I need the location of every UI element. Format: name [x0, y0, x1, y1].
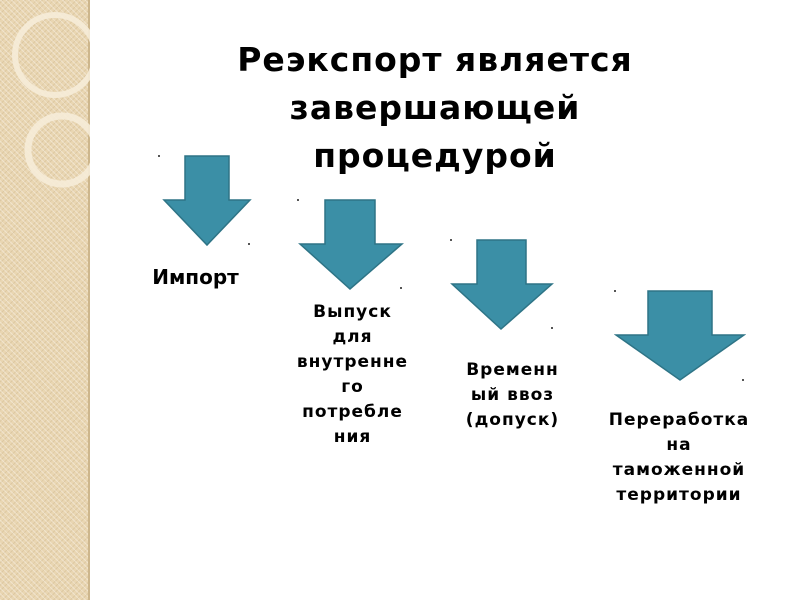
decorative-side-band	[0, 0, 88, 600]
title-line: завершающей	[289, 88, 581, 127]
down-arrow-icon	[162, 155, 252, 247]
down-arrow-icon	[298, 199, 404, 291]
label-line: ый ввоз	[470, 385, 555, 405]
selection-handle-dot	[400, 287, 402, 289]
step-label-release: Выпуск для внутренне го потребле ния	[280, 300, 425, 450]
label-line: таможенной	[612, 460, 746, 480]
selection-handle-dot	[614, 290, 616, 292]
selection-handle-dot	[297, 199, 299, 201]
title-line: Реэкспорт является	[237, 40, 633, 79]
selection-handle-dot	[248, 243, 250, 245]
label-line: внутренне	[296, 352, 409, 372]
step-label-processing: Переработка на таможенной территории	[590, 408, 768, 508]
step-label-temporary-import: Временн ый ввоз (допуск)	[450, 358, 575, 433]
selection-handle-dot	[742, 379, 744, 381]
label-line: территории	[616, 485, 742, 505]
down-arrow-icon	[450, 239, 554, 331]
side-divider	[88, 0, 90, 600]
step-label-import: Импорт	[128, 262, 263, 292]
selection-handle-dot	[450, 239, 452, 241]
slide-title: Реэкспорт является завершающей процедуро…	[150, 36, 720, 180]
label-line: Переработка	[608, 410, 750, 430]
label-line: го	[341, 377, 364, 397]
label-line: Выпуск	[313, 302, 392, 322]
label-line: на	[666, 435, 692, 455]
label-line: ния	[333, 427, 372, 447]
down-arrow-icon	[614, 290, 746, 381]
label-line: (допуск)	[465, 410, 560, 430]
selection-handle-dot	[551, 327, 553, 329]
label-line: Временн	[466, 360, 559, 380]
selection-handle-dot	[158, 155, 160, 157]
title-line: процедурой	[313, 136, 557, 175]
label-line: потребле	[302, 402, 403, 422]
decorative-circles	[12, 12, 90, 188]
label-line: Импорт	[152, 265, 239, 289]
label-line: для	[332, 327, 373, 347]
